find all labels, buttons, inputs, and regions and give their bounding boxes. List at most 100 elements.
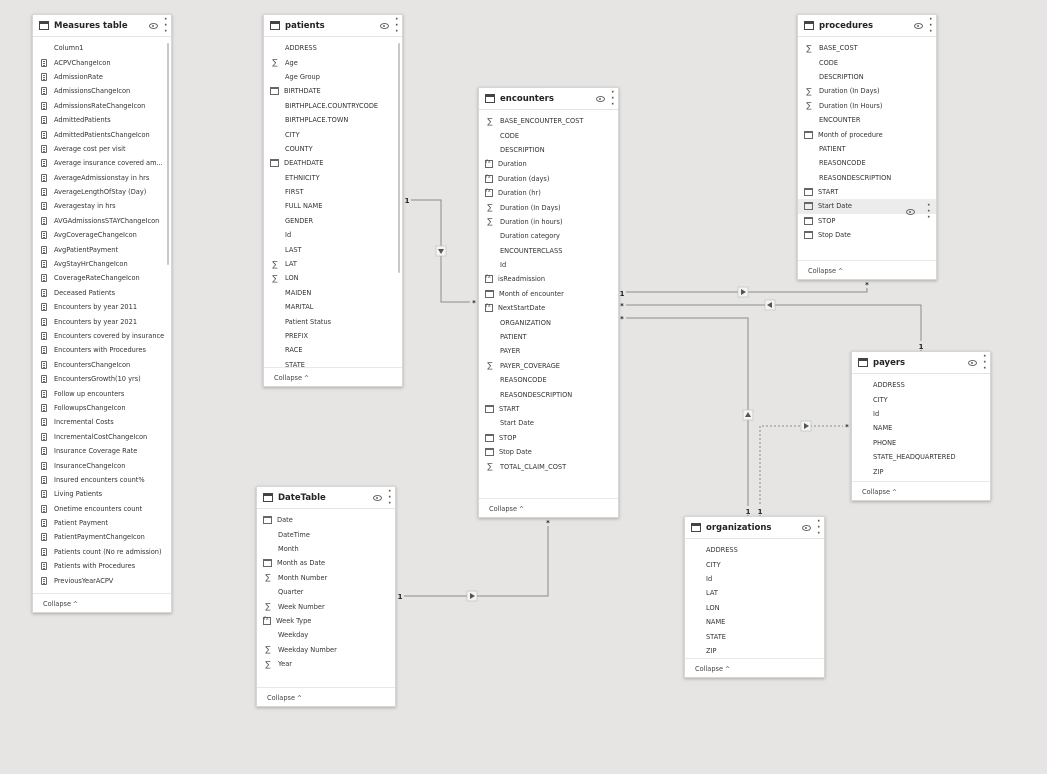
field-row[interactable]: ∑LAT <box>264 257 402 271</box>
field-row[interactable]: Id <box>479 258 618 272</box>
field-row[interactable]: Duration category <box>479 229 618 243</box>
field-row[interactable]: STOP <box>479 431 618 445</box>
field-row[interactable]: Start Date··· <box>798 199 936 223</box>
field-row[interactable]: Id <box>264 228 402 242</box>
field-row[interactable]: AVGAdmissionsSTAYChangeIcon <box>33 214 171 228</box>
eye-icon[interactable] <box>596 95 605 102</box>
relationship-organizations-encounters[interactable]: 1* <box>618 313 754 516</box>
field-row[interactable]: Average cost per visit <box>33 142 171 156</box>
relationship-datetable-encounters[interactable]: 1* <box>396 517 552 602</box>
field-row[interactable]: Encounters by year 2011 <box>33 300 171 314</box>
field-row[interactable]: ZIP <box>685 644 824 658</box>
field-row[interactable]: ZIP <box>852 464 990 478</box>
field-row[interactable]: PreviousYearACPV <box>33 573 171 587</box>
field-row[interactable]: ENCOUNTER <box>798 113 936 127</box>
field-row[interactable]: BIRTHPLACE.COUNTRYCODE <box>264 99 402 113</box>
field-row[interactable]: ∑TOTAL_CLAIM_COST <box>479 459 618 473</box>
field-row[interactable]: EncountersChangeIcon <box>33 358 171 372</box>
field-row[interactable]: REASONDESCRIPTION <box>798 171 936 185</box>
field-row[interactable]: Encounters by year 2021 <box>33 314 171 328</box>
field-row[interactable]: Month of procedure <box>798 127 936 141</box>
relationship-line[interactable] <box>759 425 851 516</box>
field-row[interactable]: ADDRESS <box>685 543 824 557</box>
field-row[interactable]: AvgCoverageChangeIcon <box>33 228 171 242</box>
field-row[interactable]: ENCOUNTERCLASS <box>479 244 618 258</box>
field-row[interactable]: EncountersGrowth(10 yrs) <box>33 372 171 386</box>
field-row[interactable]: CITY <box>852 392 990 406</box>
field-row[interactable]: STATE_HEADQUARTERED <box>852 450 990 464</box>
field-row[interactable]: START <box>479 402 618 416</box>
field-row[interactable]: ∑Age <box>264 55 402 69</box>
collapse-button[interactable]: Collapse^ <box>43 600 78 608</box>
table-card-header[interactable]: DateTable··· <box>257 487 395 509</box>
field-row[interactable]: Age Group <box>264 70 402 84</box>
table-card-header[interactable]: Measures table··· <box>33 15 171 37</box>
field-row[interactable]: AvgPatientPayment <box>33 242 171 256</box>
field-row[interactable]: BIRTHPLACE.TOWN <box>264 113 402 127</box>
field-row[interactable]: Duration <box>479 157 618 171</box>
field-row[interactable]: PATIENT <box>479 330 618 344</box>
table-card-header[interactable]: payers··· <box>852 352 990 374</box>
field-row[interactable]: Follow up encounters <box>33 386 171 400</box>
field-row[interactable]: Living Patients <box>33 487 171 501</box>
collapse-button[interactable]: Collapse^ <box>274 374 309 382</box>
field-row[interactable]: ∑Weekday Number <box>257 643 395 657</box>
field-row[interactable]: STATE <box>264 358 402 368</box>
relationship-line[interactable] <box>619 317 749 516</box>
relationship-organizations-payers[interactable]: 1* <box>756 420 851 516</box>
more-options-icon[interactable]: ··· <box>388 486 392 509</box>
collapse-button[interactable]: Collapse^ <box>489 505 524 513</box>
field-row[interactable]: MAIDEN <box>264 286 402 300</box>
field-row[interactable]: ∑Week Number <box>257 599 395 613</box>
field-row[interactable]: Id <box>685 572 824 586</box>
field-row[interactable]: Patient Payment <box>33 516 171 530</box>
field-row[interactable]: REASONDESCRIPTION <box>479 387 618 401</box>
field-row[interactable]: STATE <box>685 629 824 643</box>
field-row[interactable]: FollowupsChangeIcon <box>33 401 171 415</box>
field-row[interactable]: Average insurance covered am... <box>33 156 171 170</box>
field-row[interactable]: IncrementalCostChangeIcon <box>33 430 171 444</box>
field-row[interactable]: LON <box>685 601 824 615</box>
table-card-header[interactable]: procedures··· <box>798 15 936 37</box>
field-row[interactable]: Duration (days) <box>479 172 618 186</box>
field-row[interactable]: ∑Duration (in hours) <box>479 215 618 229</box>
field-row[interactable]: DESCRIPTION <box>479 143 618 157</box>
field-row[interactable]: AdmissionRate <box>33 70 171 84</box>
field-row[interactable]: COUNTY <box>264 142 402 156</box>
field-row[interactable]: DESCRIPTION <box>798 70 936 84</box>
more-options-icon[interactable]: ··· <box>983 351 987 374</box>
field-row[interactable]: PatientPaymentChangeIcon <box>33 530 171 544</box>
eye-icon[interactable] <box>906 209 915 216</box>
field-row[interactable]: ADDRESS <box>264 41 402 55</box>
field-row[interactable]: Stop Date <box>798 228 936 242</box>
field-row[interactable]: ∑Duration (In Hours) <box>798 99 936 113</box>
relationship-line[interactable] <box>403 199 478 303</box>
more-options-icon[interactable]: ··· <box>164 14 168 37</box>
field-row[interactable]: AverageAdmissionstay in hrs <box>33 171 171 185</box>
field-row[interactable]: Duration (hr) <box>479 186 618 200</box>
field-row[interactable]: CODE <box>479 128 618 142</box>
field-row[interactable]: NextStartDate <box>479 301 618 315</box>
field-row[interactable]: Week Type <box>257 614 395 628</box>
field-row[interactable]: NAME <box>685 615 824 629</box>
relationship-encounters-procedures[interactable]: 1* <box>618 279 871 298</box>
table-card-header[interactable]: patients··· <box>264 15 402 37</box>
field-row[interactable]: ∑Month Number <box>257 571 395 585</box>
more-options-icon[interactable]: ··· <box>927 201 931 224</box>
field-row[interactable]: Insurance Coverage Rate <box>33 444 171 458</box>
field-row[interactable]: Date <box>257 513 395 527</box>
field-row[interactable]: ETHNICITY <box>264 171 402 185</box>
field-row[interactable]: Patient Status <box>264 314 402 328</box>
field-row[interactable]: FIRST <box>264 185 402 199</box>
field-row[interactable]: PAYER <box>479 344 618 358</box>
field-row[interactable]: isReadmission <box>479 272 618 286</box>
field-row[interactable]: ∑Year <box>257 657 395 671</box>
